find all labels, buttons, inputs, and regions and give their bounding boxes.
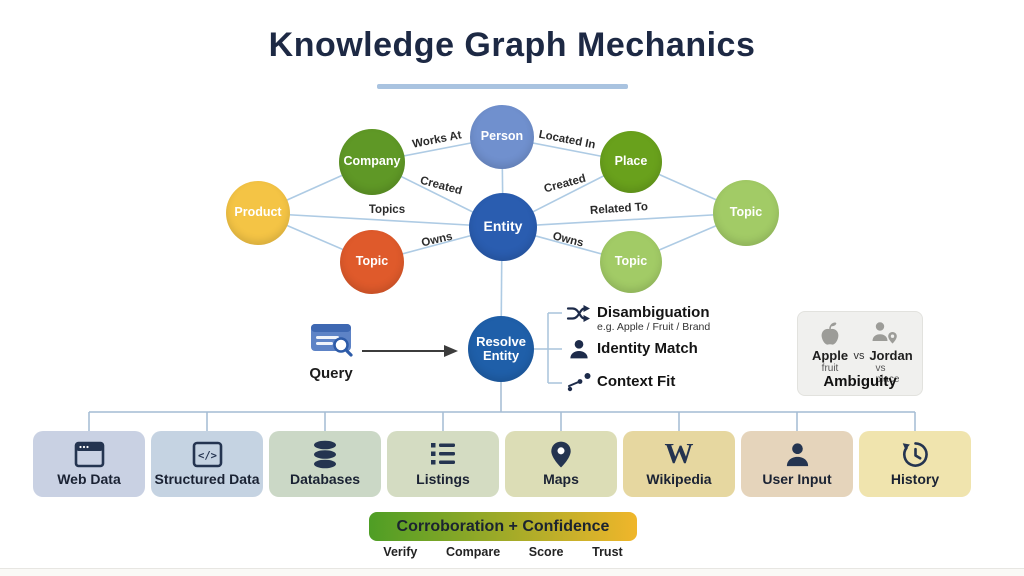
edge-label-owns-right: Owns	[551, 230, 585, 250]
history-clock-icon	[901, 438, 930, 470]
ambiguity-left-term: Apple	[811, 348, 849, 363]
node-product: Product	[226, 181, 290, 245]
edge-label-owns-left: Owns	[420, 230, 454, 250]
check-disambiguation-label: Disambiguation	[597, 304, 710, 321]
context-fit-icon	[567, 372, 591, 397]
step-verify: Verify	[383, 545, 418, 559]
shuffle-icon	[566, 302, 591, 330]
corroboration-confidence-bar: Corroboration + Confidence	[369, 512, 637, 541]
browser-window-icon	[74, 438, 105, 470]
wikipedia-w-icon: W	[664, 437, 694, 470]
ambiguity-vs: vs	[853, 350, 865, 362]
check-context-fit-label: Context Fit	[597, 373, 676, 390]
check-disambiguation-example: e.g. Apple / Fruit / Brand	[597, 321, 711, 333]
source-box-web-data: Web Data	[33, 431, 145, 497]
database-icon	[312, 438, 338, 470]
source-box-databases: Databases	[269, 431, 381, 497]
ambiguity-caption: Ambiguity	[823, 373, 897, 390]
node-topic-orange: Topic	[340, 230, 404, 294]
ambiguity-right-sub: vs place	[875, 363, 900, 385]
hierarchy-connector-lines	[88, 382, 916, 431]
check-identity-match-label: Identity Match	[597, 340, 698, 357]
source-box-maps: Maps	[505, 431, 617, 497]
title-underline	[377, 84, 628, 89]
ambiguity-left-sub: fruit	[821, 363, 839, 374]
source-box-wikipedia: W Wikipedia	[623, 431, 735, 497]
node-topic-right: Topic	[713, 180, 779, 246]
person-icon	[568, 338, 590, 365]
map-pin-icon	[549, 438, 573, 470]
svg-text:</>: </>	[198, 450, 217, 462]
source-box-user-input: User Input	[741, 431, 853, 497]
node-person: Person	[470, 105, 534, 169]
node-resolve-entity: Resolve Entity	[468, 316, 534, 382]
edge-label-located-in: Located In	[537, 128, 597, 152]
query-arrow	[362, 345, 458, 357]
user-icon	[784, 438, 811, 470]
confidence-steps: Verify Compare Score Trust	[369, 545, 637, 559]
query-label: Query	[309, 365, 353, 382]
edge-label-works-at: Works At	[411, 129, 463, 151]
edge-label-related-to: Related To	[589, 200, 649, 218]
node-topic-bottom: Topic	[600, 231, 662, 293]
source-label: Structured Data	[154, 471, 260, 487]
frame-bottom-edge	[0, 568, 1024, 576]
step-trust: Trust	[592, 545, 623, 559]
step-compare: Compare	[445, 545, 501, 559]
source-label: Maps	[543, 471, 579, 487]
node-entity: Entity	[469, 193, 537, 261]
query-document-search-icon	[308, 324, 354, 362]
source-box-structured-data: </> Structured Data	[151, 431, 263, 497]
source-label: Wikipedia	[646, 471, 712, 487]
checks-bracket-lines	[534, 312, 562, 384]
node-company: Company	[339, 129, 405, 195]
edge-label-created-left: Created	[418, 174, 464, 198]
source-label: Web Data	[57, 471, 121, 487]
ambiguity-example-box: Apple vs Jordan fruit vs place Ambiguity	[797, 311, 923, 396]
apple-icon	[818, 321, 842, 352]
edge-label-created-right: Created	[542, 172, 588, 196]
page-title: Knowledge Graph Mechanics	[268, 26, 756, 64]
query-block: Query	[307, 322, 355, 382]
code-icon: </>	[192, 438, 223, 470]
source-label: User Input	[762, 471, 832, 487]
source-label: Databases	[289, 471, 361, 487]
step-score: Score	[528, 545, 564, 559]
source-box-listings: Listings	[387, 431, 499, 497]
source-label: Listings	[416, 471, 470, 487]
ambiguity-right-term: Jordan	[869, 348, 913, 363]
edge-label-topics: Topics	[368, 204, 406, 216]
list-icon	[429, 438, 457, 470]
person-pin-icon	[870, 321, 899, 351]
source-box-history: History	[859, 431, 971, 497]
node-place: Place	[600, 131, 662, 193]
source-label: History	[890, 471, 940, 487]
